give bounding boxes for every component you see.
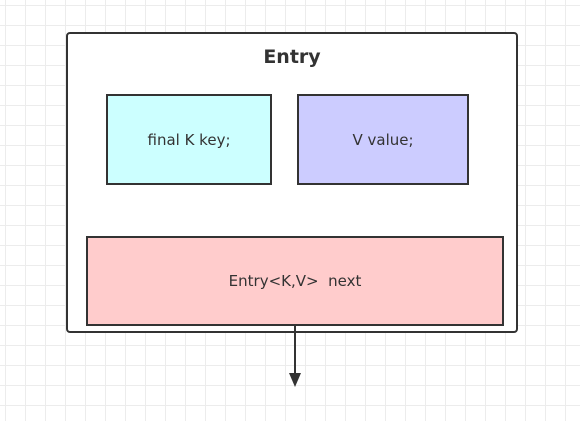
- next-pointer-arrowhead: [289, 373, 301, 387]
- entry-title: Entry: [263, 46, 321, 68]
- key-field-label: final K key;: [147, 130, 231, 149]
- next-field-box: Entry<K,V> next: [86, 236, 504, 326]
- next-field-label: Entry<K,V> next: [228, 272, 362, 290]
- key-field-box: final K key;: [106, 94, 272, 185]
- value-field-label: V value;: [352, 130, 414, 149]
- value-field-box: V value;: [297, 94, 469, 185]
